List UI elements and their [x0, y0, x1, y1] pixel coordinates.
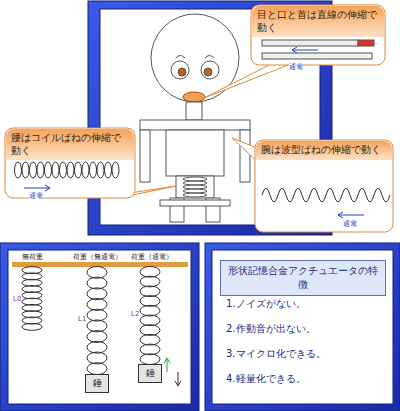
drawing-part [262, 188, 390, 202]
title-box: 形状記憶合金アクチュエータの特徴 [220, 260, 386, 296]
length-label: L2 [131, 310, 139, 318]
drawing-part [292, 47, 318, 53]
weight-box: 錘 [138, 364, 162, 383]
spring-coil [45, 162, 52, 178]
drawing-part [140, 130, 150, 182]
node-text: 錘 [139, 367, 161, 380]
drawing-part [251, 5, 385, 65]
current-label: 通電 [289, 62, 303, 72]
spring-coil [140, 344, 160, 355]
spring-coil [183, 181, 207, 185]
load-label: 無荷重 [22, 252, 43, 262]
spring-coil [140, 276, 160, 287]
node-text: 腕は波型ばねの伸縮で動く [261, 144, 387, 157]
drawing-part [204, 68, 212, 76]
drawing-part [5, 128, 135, 198]
weight-box: 錘 [85, 374, 109, 393]
feature-item: 3.マイクロ化できる。 [226, 347, 326, 361]
callout-box: 目と口と首は直線の伸縮で動く [252, 6, 384, 37]
node-text: 目と口と首は直線の伸縮で動く [257, 9, 379, 34]
feature-item: 4.軽量化できる。 [226, 372, 306, 386]
spring-coil [60, 162, 67, 178]
spring-coil [15, 162, 22, 178]
spring-coil [67, 162, 74, 178]
spring-coil [140, 267, 160, 278]
spring-coil [105, 162, 112, 178]
spring-coil [97, 162, 104, 178]
drawing-part [262, 40, 358, 46]
drawing-part [164, 358, 170, 372]
feature-item: 2.作動音が出ない。 [226, 322, 316, 336]
drawing-part [160, 200, 230, 206]
spring-coil [87, 266, 107, 278]
spring-coil [82, 162, 89, 178]
length-label: L0 [13, 295, 21, 303]
drawing-part [338, 212, 364, 218]
spring-coil [140, 286, 160, 297]
drawing-part [201, 61, 219, 79]
load-label: 荷重（無通電） [73, 252, 122, 262]
spring-coil [52, 162, 59, 178]
spring-coil [183, 177, 207, 181]
spring-coil [87, 309, 107, 321]
spring-coil [90, 162, 97, 178]
drawing-part [176, 176, 214, 198]
spring-coil [183, 92, 205, 102]
spring-coil [87, 277, 107, 289]
spring-coil [140, 325, 160, 336]
drawing-part [205, 243, 400, 411]
load-label: 荷重（通電） [131, 252, 173, 262]
node-text: 錘 [86, 377, 108, 390]
drawing-part [0, 243, 199, 411]
spring-coil [37, 162, 44, 178]
drawing-part [175, 372, 181, 386]
length-label: L1 [78, 315, 86, 323]
spring-coil [22, 323, 42, 330]
drawing-part [358, 40, 374, 46]
spring-coil [87, 331, 107, 343]
drawing-part [140, 120, 250, 130]
drawing-part [22, 266, 160, 374]
spring-coil [87, 299, 107, 311]
spring-coil [140, 305, 160, 316]
spring-coil [183, 193, 207, 197]
spring-coil [140, 315, 160, 326]
spring-coil [140, 354, 160, 365]
drawing-part [171, 61, 189, 79]
callout-box: 腰はコイルばねの伸縮で動く [6, 129, 134, 160]
drawing-part [140, 14, 250, 222]
spring-coil [140, 296, 160, 307]
current-label: 通電 [343, 219, 357, 229]
spring-coil [183, 189, 207, 193]
spring-coil [87, 288, 107, 300]
drawing-part [183, 177, 207, 197]
feature-item: 1.ノイズがない。 [226, 297, 306, 311]
spring-coil [22, 162, 29, 178]
spring-coil [87, 363, 107, 375]
node-text: 腰はコイルばねの伸縮で動く [11, 132, 129, 157]
drawing-part [15, 162, 120, 178]
drawing-part [166, 130, 224, 176]
callout-box: 腕は波型ばねの伸縮で動く [256, 141, 392, 160]
spring-coil [87, 352, 107, 364]
spring-coil [30, 162, 37, 178]
drawing-part [262, 53, 372, 59]
spring-coil [112, 162, 119, 178]
drawing-part [255, 140, 393, 232]
current-label: 通電 [29, 191, 43, 201]
drawing-part [240, 130, 250, 182]
drawing-part [178, 68, 186, 76]
drawing-part [204, 62, 296, 98]
drawing-part [176, 56, 214, 59]
spring-coil [183, 185, 207, 189]
drawing-part [212, 250, 393, 404]
spring-coil [87, 341, 107, 353]
spring-coil [140, 334, 160, 345]
spring-coil [75, 162, 82, 178]
drawing-part [186, 102, 202, 120]
drawing-part [8, 250, 191, 404]
spring-coil [87, 320, 107, 332]
node-text: 形状記憶合金アクチュエータの特徴 [225, 264, 381, 292]
